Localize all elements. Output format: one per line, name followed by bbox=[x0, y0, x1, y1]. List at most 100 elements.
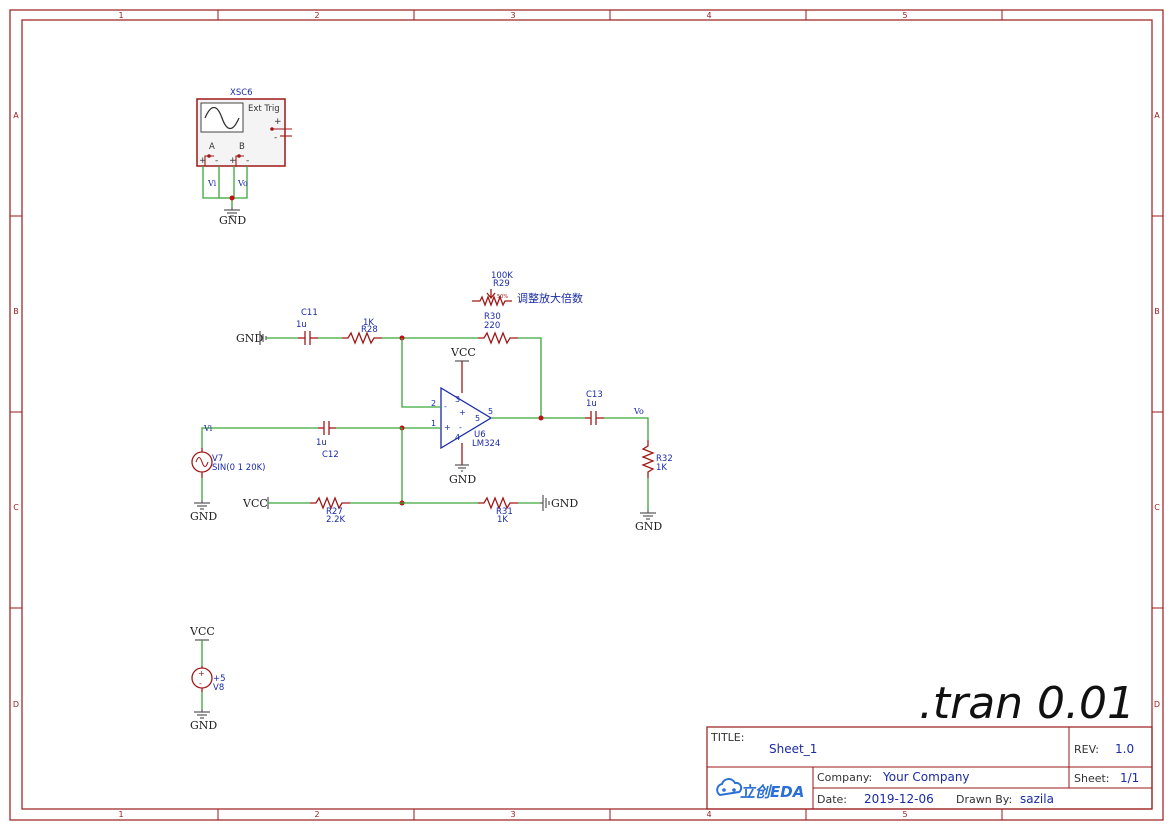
sine-source-icon bbox=[195, 456, 209, 468]
net-label-vo-scope: Vo bbox=[237, 179, 248, 188]
r28-value: 1K bbox=[363, 318, 374, 328]
gnd-symbol-v8: GND bbox=[190, 709, 217, 732]
sine-source-v7[interactable]: V7 SIN(0 1 20K) bbox=[191, 448, 266, 478]
potentiometer-r29[interactable]: 100K R29 50% 调整放大倍数 bbox=[472, 271, 583, 307]
rev-label: REV: bbox=[1074, 743, 1099, 756]
r29-wiper-percent: 50% bbox=[497, 294, 508, 300]
v8-value: +5 bbox=[213, 674, 226, 684]
r27-designator: R27 bbox=[326, 507, 343, 517]
r29-note: 调整放大倍数 bbox=[517, 291, 583, 305]
u6-pin-3: 3 bbox=[455, 395, 460, 404]
gnd-symbol-scope: GND bbox=[219, 207, 246, 227]
u6-vplus-sign: + bbox=[459, 408, 466, 417]
u6-pin-5-inner: 5 bbox=[475, 414, 480, 423]
rev-value: 1.0 bbox=[1115, 742, 1134, 756]
c11-designator: C11 bbox=[301, 308, 318, 318]
zone-col-2-top: 2 bbox=[314, 11, 319, 20]
company-label: Company: bbox=[817, 771, 872, 784]
oscilloscope-wiring: Vi Vo bbox=[202, 166, 248, 207]
oscilloscope-xsc6[interactable]: XSC6 Ext Trig + - A B + - + - bbox=[196, 88, 292, 167]
r32-designator: R32 bbox=[656, 454, 673, 464]
v7-value: SIN(0 1 20K) bbox=[212, 463, 266, 473]
resistor-r31[interactable]: R31 1K bbox=[478, 496, 518, 525]
r31-value: 1K bbox=[497, 515, 508, 525]
dc-source-v8[interactable]: + - +5 V8 bbox=[191, 666, 226, 693]
u6-minus-sign: - bbox=[444, 402, 447, 411]
v8-plus-sign: + bbox=[198, 669, 205, 678]
r29-designator: R29 bbox=[493, 279, 510, 289]
vcc-label-u6: VCC bbox=[450, 346, 476, 359]
gnd-symbol-c11: GND bbox=[236, 331, 267, 345]
channel-a-plus: + bbox=[199, 156, 207, 166]
capacitor-c12[interactable]: 1u C12 bbox=[316, 421, 339, 460]
u6-pin-2: 2 bbox=[431, 399, 436, 408]
resistor-r32[interactable]: R32 1K bbox=[641, 440, 673, 478]
opamp-u6[interactable]: - + + - 2 1 5 5 3 4 U6 LM324 bbox=[431, 386, 500, 450]
ext-trig-label: Ext Trig bbox=[248, 104, 280, 114]
capacitor-c13[interactable]: C13 1u bbox=[585, 390, 604, 425]
zone-col-4-bottom: 4 bbox=[706, 810, 711, 819]
c11-value: 1u bbox=[296, 320, 307, 330]
zone-row-b-right: B bbox=[1154, 307, 1160, 316]
zone-col-1-bottom: 1 bbox=[118, 810, 123, 819]
gnd-label-u6: GND bbox=[449, 473, 476, 486]
gnd-label-v7: GND bbox=[190, 510, 217, 523]
zone-row-d-right: D bbox=[1154, 700, 1160, 709]
drawn-by-label: Drawn By: bbox=[956, 793, 1012, 806]
vcc-label-r27: VCC bbox=[242, 497, 268, 510]
c12-designator: C12 bbox=[322, 450, 339, 460]
net-label-vi: Vi bbox=[203, 424, 213, 433]
gnd-label-r32: GND bbox=[635, 520, 662, 533]
date-label: Date: bbox=[817, 793, 847, 806]
channel-b-minus: - bbox=[246, 156, 249, 166]
channel-a-label: A bbox=[209, 142, 215, 152]
u6-value: LM324 bbox=[472, 439, 500, 449]
title-block: TITLE: Sheet_1 REV: 1.0 Company: Your Co… bbox=[706, 726, 1153, 810]
gnd-label-scope: GND bbox=[219, 214, 246, 227]
zone-col-3-top: 3 bbox=[510, 11, 515, 20]
gnd-symbol-u6: GND bbox=[449, 464, 476, 486]
vcc-symbol-v8: VCC bbox=[189, 625, 215, 641]
r28-designator: R28 bbox=[361, 325, 378, 335]
sheet-value: 1/1 bbox=[1120, 771, 1139, 785]
vcc-label-v8: VCC bbox=[189, 625, 215, 638]
gnd-label-r31: GND bbox=[551, 497, 578, 510]
u6-pin-4: 4 bbox=[455, 433, 460, 442]
zone-row-b-left: B bbox=[13, 307, 19, 316]
capacitor-c11[interactable]: C11 1u bbox=[296, 308, 318, 345]
u6-designator: U6 bbox=[474, 430, 486, 440]
ext-trig-plus: + bbox=[274, 117, 282, 127]
gnd-label-v8: GND bbox=[190, 719, 217, 732]
r31-designator: R31 bbox=[496, 507, 513, 517]
gnd-label-c11: GND bbox=[236, 332, 263, 345]
zone-col-3-bottom: 3 bbox=[510, 810, 515, 819]
zone-row-c-right: C bbox=[1154, 503, 1160, 512]
net-label-vo: Vo bbox=[633, 407, 644, 416]
lceda-logo: 立创EDA bbox=[716, 778, 804, 801]
gnd-symbol-v7: GND bbox=[190, 500, 217, 523]
spice-directive[interactable]: .tran 0.01 bbox=[919, 678, 1135, 729]
zone-col-5-bottom: 5 bbox=[902, 810, 907, 819]
u6-vminus-sign: - bbox=[459, 423, 462, 432]
v7-designator: V7 bbox=[212, 454, 223, 464]
zone-row-d-left: D bbox=[13, 700, 19, 709]
u6-pin-5: 5 bbox=[488, 407, 493, 416]
r30-value: 220 bbox=[484, 321, 500, 331]
sheet-label: Sheet: bbox=[1074, 772, 1110, 785]
zone-row-a-right: A bbox=[1154, 111, 1160, 120]
c13-value: 1u bbox=[586, 399, 597, 409]
channel-b-plus: + bbox=[229, 156, 237, 166]
zone-col-2-bottom: 2 bbox=[314, 810, 319, 819]
u6-plus-sign: + bbox=[444, 423, 451, 432]
r32-value: 1K bbox=[656, 463, 667, 473]
r30-designator: R30 bbox=[484, 312, 501, 322]
date-value: 2019-12-06 bbox=[864, 792, 934, 806]
zone-col-4-top: 4 bbox=[706, 11, 711, 20]
r29-value: 100K bbox=[491, 271, 513, 281]
resistor-r30[interactable]: R30 220 bbox=[478, 312, 518, 345]
channel-b-label: B bbox=[239, 142, 245, 152]
resistor-r28[interactable]: 1K R28 bbox=[342, 318, 382, 345]
v8-designator: V8 bbox=[213, 683, 224, 693]
resistor-r27[interactable]: R27 2.2K bbox=[310, 496, 350, 525]
